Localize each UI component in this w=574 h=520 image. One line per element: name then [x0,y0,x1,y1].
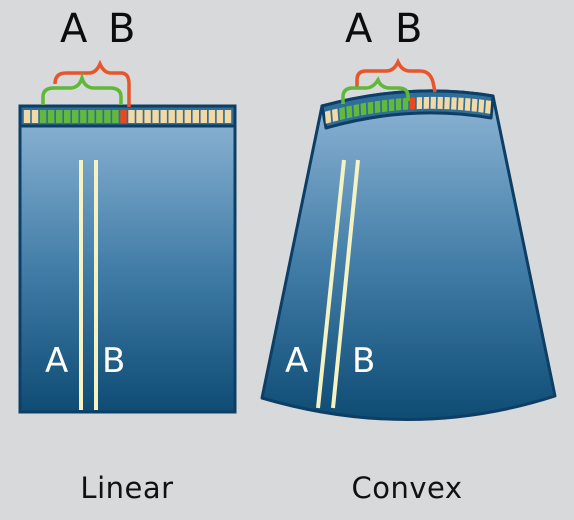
linear-array-element [128,110,135,123]
linear-array-element [216,110,224,123]
linear-array-elements [23,110,232,123]
convex-array-element [346,105,353,119]
linear-array-element [88,110,95,123]
linear-beam-label-a: A [60,6,88,52]
linear-array-element [152,110,159,123]
convex-caption: Convex [351,471,462,505]
convex-array-element [444,97,450,110]
convex-array-element [381,99,388,113]
linear-transducer-array [18,104,237,128]
linear-array-element [47,110,55,123]
linear-array-element [96,110,103,123]
linear-bracket-b [53,59,131,107]
linear-array-element [104,110,111,123]
linear-array-element [144,110,151,123]
linear-array-element [208,110,216,123]
convex-beam-line-a [316,159,346,409]
convex-array-elements [324,96,492,124]
convex-array-element [353,104,360,117]
linear-array-element [176,110,183,123]
convex-array-element [451,97,457,110]
convex-array-element [388,99,395,112]
convex-array-element [395,98,402,111]
linear-array-element [168,110,175,123]
convex-array-element [374,100,381,114]
convex-array-element [485,100,492,114]
linear-array-element [112,110,119,123]
convex-array-element [423,96,430,109]
convex-array-element [409,97,416,110]
linear-brackets [41,59,131,107]
linear-array-element [224,110,232,123]
convex-array-element [464,98,471,111]
convex-array-element [430,96,437,109]
convex-array-element [457,97,464,111]
linear-array-element [31,110,39,123]
linear-array-element [39,110,47,123]
convex-array-element [360,102,367,116]
linear-probe-label-a: A [45,341,68,381]
convex-transducer-array [320,89,495,130]
convex-array-element [339,107,346,121]
linear-array-element [72,110,79,123]
linear-array-element [192,110,199,123]
linear-beam-label-b: B [108,6,135,52]
linear-probe-label-b: B [102,341,125,381]
convex-beam-label-b: B [395,6,422,52]
convex-array-element [471,98,478,112]
linear-caption: Linear [80,471,173,505]
convex-beam-lines [316,159,360,409]
convex-array-element [437,96,443,109]
linear-array-element [200,110,207,123]
convex-probe-label-a: A [285,341,308,381]
convex-array-element [478,99,485,113]
linear-beam-lines [79,160,98,410]
convex-panel: A B A B Convex [260,6,557,505]
linear-array-element [23,110,31,123]
linear-array-element [160,110,167,123]
convex-brackets [341,57,437,104]
convex-beam-label-a: A [345,6,373,52]
linear-field [18,104,237,414]
convex-array-element [416,97,423,110]
convex-bracket-a [341,76,410,104]
linear-array-element [80,110,87,123]
convex-array-element [367,101,374,115]
linear-array-element [64,110,71,123]
linear-array-element [136,110,143,123]
linear-bracket-a [41,71,123,105]
linear-array-element [120,110,127,123]
convex-bracket-b [355,57,437,93]
convex-array-element [324,110,332,124]
linear-array-element [56,110,63,123]
linear-array-element [184,110,191,123]
convex-probe-label-b: B [352,341,375,381]
linear-panel: A B A B Linear [18,6,237,505]
convex-array-element [332,108,339,122]
convex-beam-line-b [331,159,360,409]
